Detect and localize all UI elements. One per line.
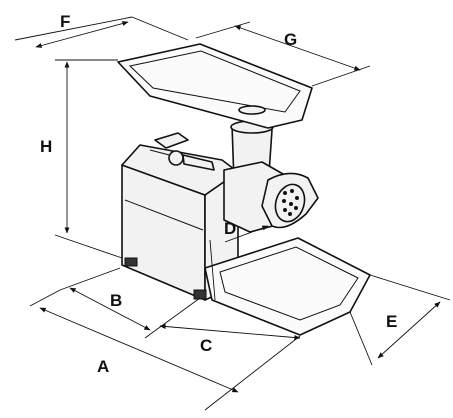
label-b: B [110,291,122,310]
switch-housing [154,132,189,149]
label-g: G [284,30,297,49]
dimension-c-line [159,323,301,341]
label-c: C [200,336,212,355]
label-a: A [97,357,109,376]
dimension-e-line [377,301,441,359]
label-e: E [386,312,397,331]
label-d: D [224,219,236,238]
machine-drawing [117,43,371,336]
dimension-labels: F G H D B C A E [40,12,397,376]
label-h: H [40,137,52,156]
dimension-a-line [39,307,239,393]
control-knob [168,150,184,166]
dimension-g-line [234,25,361,71]
motor-body-top [121,144,239,196]
foot-front-right [193,289,207,300]
top-hopper-tray [117,43,313,129]
control-lever [182,154,215,171]
plate-holes [282,189,299,216]
dimension-lines [14,16,451,411]
dimension-d-line [224,225,269,243]
label-f: F [60,12,70,31]
foot-front-left [124,257,138,267]
dimension-f-line [35,21,129,48]
